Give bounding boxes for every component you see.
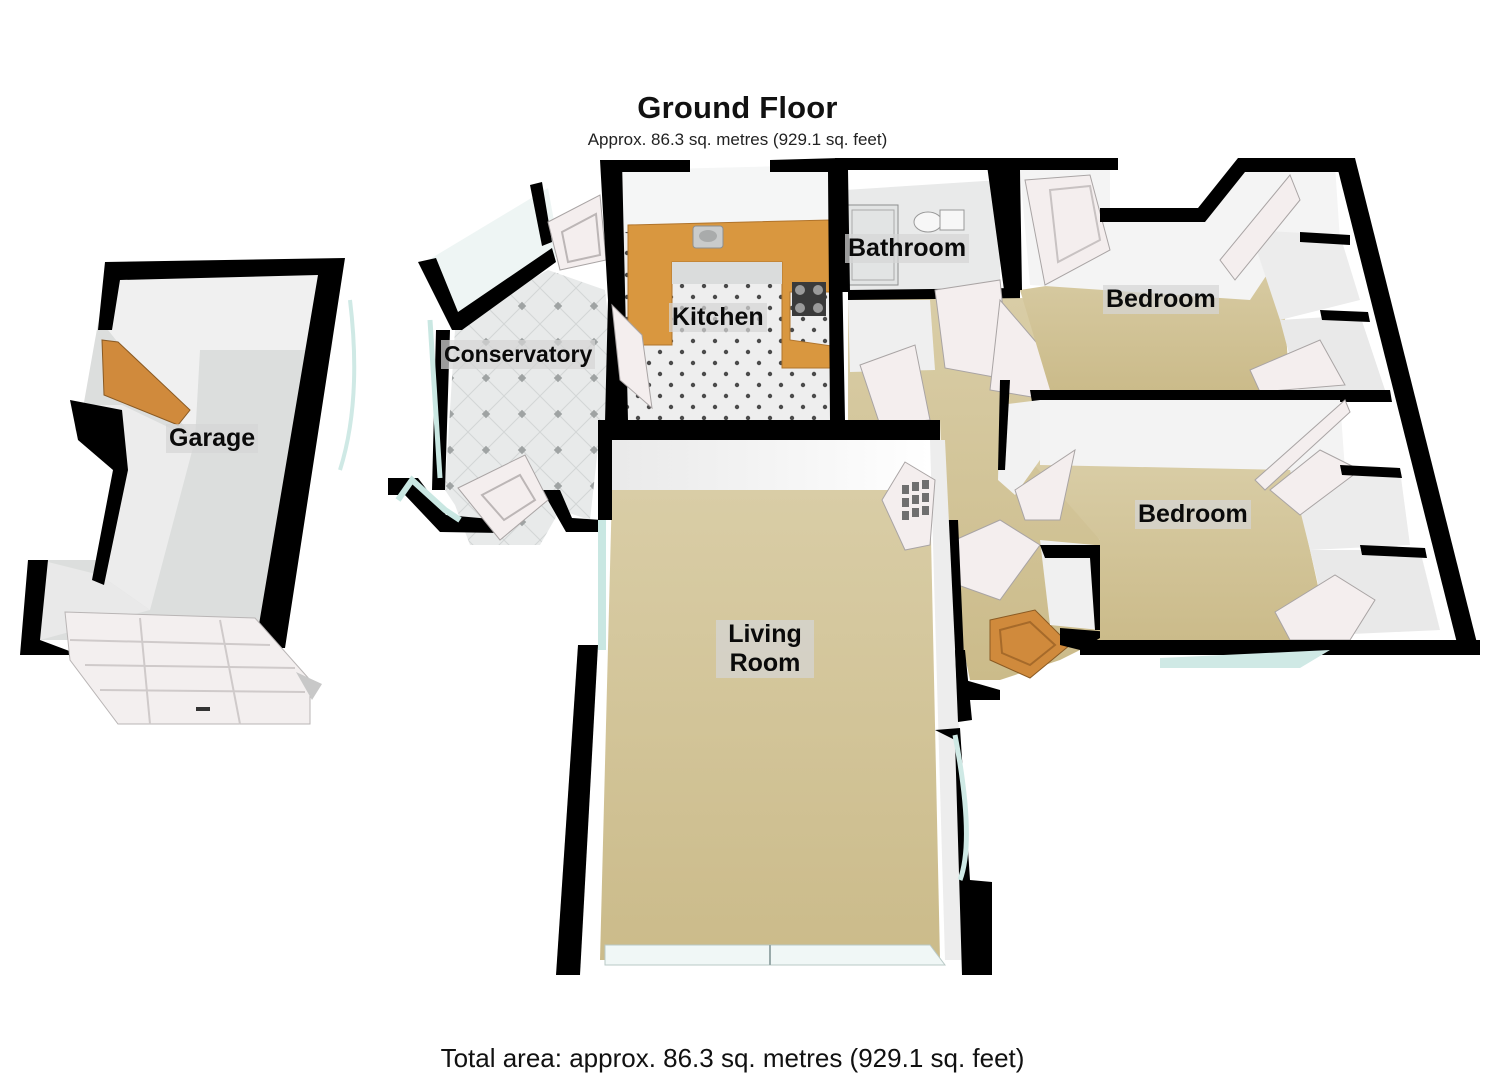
floor-title: Ground Floor [637, 90, 838, 125]
garage-room [20, 258, 357, 725]
bedroom-1-room [1005, 158, 1480, 655]
conservatory-room [388, 182, 620, 545]
bedroom-2-room [998, 380, 1480, 668]
bedroom-2-label: Bedroom [1135, 500, 1251, 529]
conservatory-label: Conservatory [441, 340, 596, 369]
garage-door [64, 611, 311, 725]
total-area-caption: Total area: approx. 86.3 sq. metres (929… [440, 1043, 1025, 1073]
bedroom-1-label: Bedroom [1103, 285, 1219, 314]
bathroom-room [835, 158, 1020, 302]
garage-label: Garage [166, 424, 259, 453]
living-room [556, 420, 992, 975]
bathroom-label: Bathroom [845, 234, 970, 263]
living-room-label: Living Room [716, 620, 814, 678]
living-room-label-line2: Room [729, 649, 801, 677]
kitchen-label: Kitchen [669, 303, 767, 332]
kitchen-room [600, 158, 845, 422]
living-room-label-line1: Living [728, 620, 802, 648]
floor-area-note: Approx. 86.3 sq. metres (929.1 sq. feet) [587, 130, 888, 149]
